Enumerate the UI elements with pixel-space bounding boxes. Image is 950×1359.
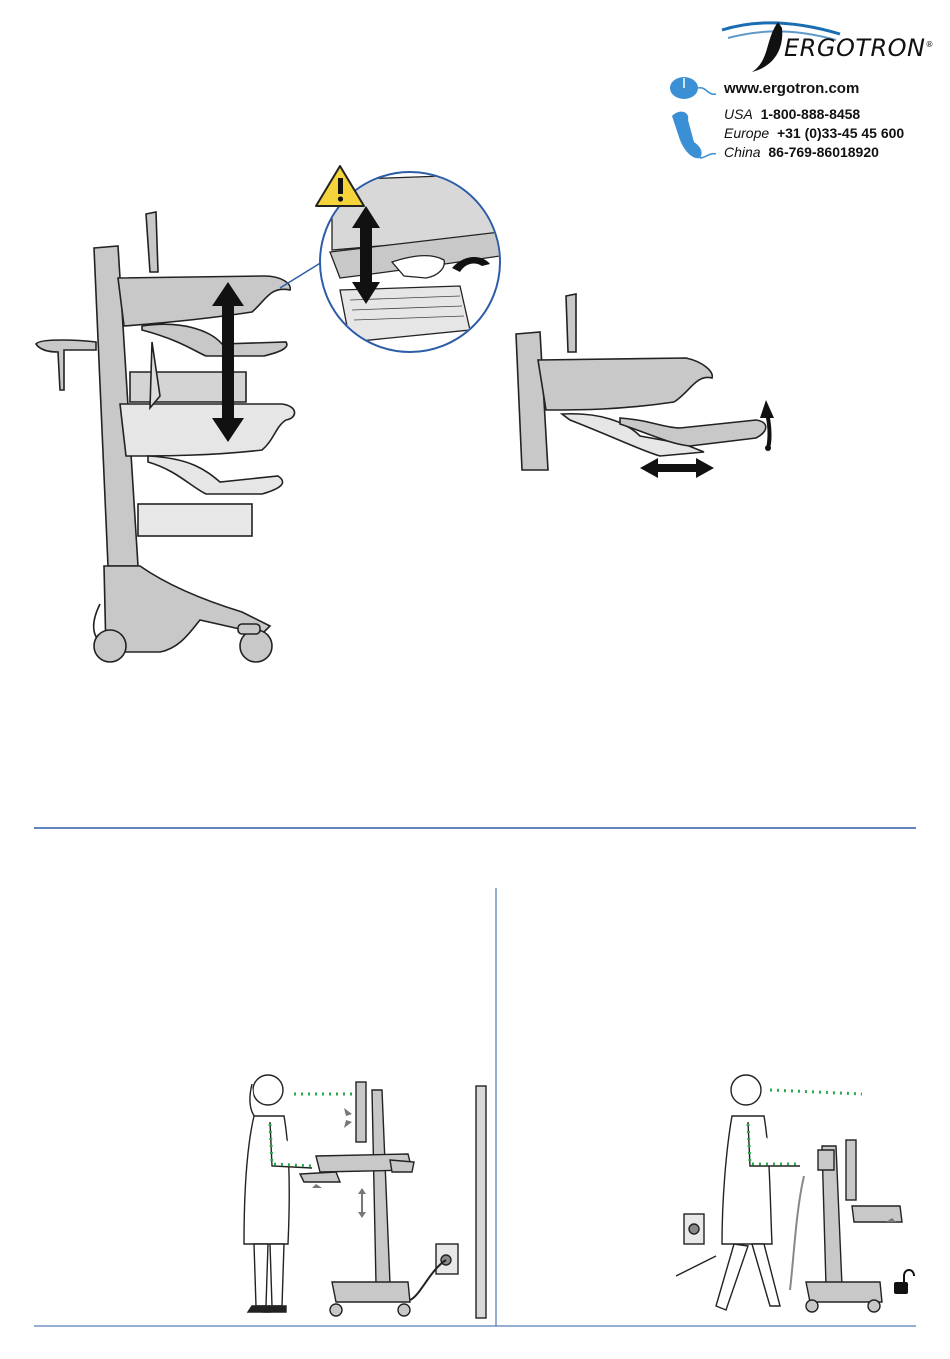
warning-triangle-icon [316,166,364,206]
standing-user-illustration [244,1075,486,1318]
height-adjust-arrow-icon [212,282,244,442]
walking-user-illustration [676,1075,902,1312]
keyboard-tray-illustration [516,294,766,470]
unlock-icon [894,1270,914,1294]
cart-height-illustration [36,212,295,662]
slide-arrow-icon [640,458,714,478]
